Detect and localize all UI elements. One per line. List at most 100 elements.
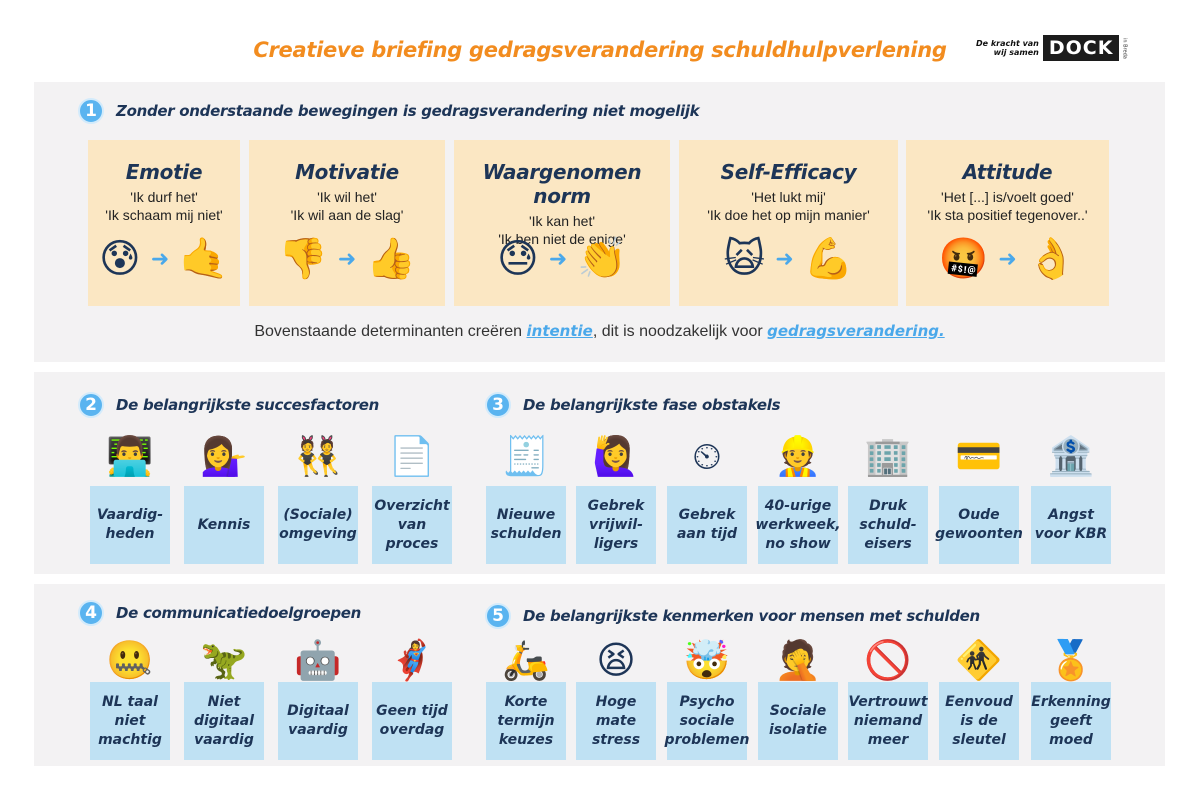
raising-hand-woman-icon: 🙋‍♀️ — [592, 434, 640, 478]
thumbs-down-icon: 👎 — [277, 236, 328, 282]
superhero-woman-icon: 🦸‍♀️ — [388, 638, 436, 682]
obstakel-card: 💳 Oude gewoonten — [935, 434, 1023, 564]
zipper-mouth-face-icon: 🤐 — [106, 638, 154, 682]
arrow-right-icon: ➜ — [337, 246, 357, 272]
section-3-number: 3 — [485, 392, 511, 418]
determinant-quote-1: 'Ik durf het' — [130, 189, 198, 205]
dock-logo: De kracht van wij samen DOCK in Breda — [976, 35, 1127, 61]
intention-text-start: Bovenstaande determinanten creëren — [254, 323, 527, 340]
section-4-number: 4 — [78, 600, 104, 626]
kenmerk-card: 🚫 Vertrouwt niemand meer — [848, 638, 928, 760]
tired-face-icon: 😫 — [596, 638, 636, 682]
document-icon: 📄 — [388, 434, 436, 478]
card-label: Kennis — [184, 486, 264, 564]
arrow-right-icon: ➜ — [775, 246, 794, 272]
factory-worker-icon: 👷 — [774, 434, 822, 478]
determinant-name: Self-Efficacy — [720, 160, 857, 184]
determinant-attitude: Attitude 'Het [...] is/voelt goed' 'Ik s… — [906, 140, 1109, 306]
kenmerk-card: 😫 Hoge mate stress — [576, 638, 656, 760]
determinant-waargenomen-norm: Waargenomen norm 'Ik kan het' 'Ik ben ni… — [454, 140, 670, 306]
card-label: Vaardig-heden — [90, 486, 170, 564]
prohibited-icon: 🚫 — [864, 638, 912, 682]
kenmerk-card: 🤯 Psycho sociale problemen — [665, 638, 749, 760]
obstakel-card: 🏦 Angst voor KBR — [1031, 434, 1111, 564]
succesfactor-card: 👯 (Sociale) omgeving — [278, 434, 358, 564]
section-5-number: 5 — [485, 603, 511, 629]
determinant-quote-2: 'Ik wil aan de slag' — [290, 207, 404, 223]
determinant-name: Attitude — [962, 160, 1053, 184]
section-2-header: 2 De belangrijkste succesfactoren — [78, 392, 379, 418]
arrow-right-icon: ➜ — [150, 246, 170, 272]
card-label: Psycho sociale problemen — [665, 682, 749, 760]
section-3-header: 3 De belangrijkste fase obstakels — [485, 392, 781, 418]
determinant-name: Motivatie — [295, 160, 399, 184]
section-1-number: 1 — [78, 98, 104, 124]
kenmerk-card: 🛵 Korte termijn keuzes — [486, 638, 566, 760]
determinant-quote-1: 'Het lukt mij' — [751, 189, 826, 205]
card-label: (Sociale) omgeving — [278, 486, 358, 564]
cursing-face-icon: 🤬 — [938, 236, 989, 282]
card-label: Overzicht van proces — [372, 486, 452, 564]
card-label: 40-urige werkweek, no show — [755, 486, 841, 564]
weary-cat-icon: 🙀 — [723, 236, 766, 282]
doelgroep-card: 🦸‍♀️ Geen tijd overdag — [372, 638, 452, 760]
section-5-header: 5 De belangrijkste kenmerken voor mensen… — [485, 603, 980, 629]
obstakel-card: 🙋‍♀️ Gebrek vrijwil-ligers — [576, 434, 656, 564]
determinant-name: Emotie — [125, 160, 203, 184]
obstakel-card: 🏢 Druk schuld-eisers — [848, 434, 928, 564]
doelgroep-card: 🤖 Digitaal vaardig — [278, 638, 358, 760]
obstakel-card: 👷 40-urige werkweek, no show — [755, 434, 841, 564]
arrow-right-icon: ➜ — [548, 246, 568, 272]
logo-brand: DOCK — [1042, 35, 1120, 61]
card-label: Erkenning geeft moed — [1031, 682, 1111, 760]
card-label: Eenvoud is de sleutel — [939, 682, 1019, 760]
kenmerk-card: 🚸 Eenvoud is de sleutel — [939, 638, 1019, 760]
logo-tagline-line-1: De kracht van — [976, 39, 1039, 48]
intentie-highlight: intentie — [526, 322, 593, 340]
card-label: NL taal niet machtig — [90, 682, 170, 760]
medal-icon: 🏅 — [1047, 638, 1095, 682]
credit-card-icon: 💳 — [955, 434, 1003, 478]
card-label: Oude gewoonten — [935, 486, 1023, 564]
clapping-hands-icon: 👏 — [577, 236, 627, 282]
arrow-right-icon: ➜ — [998, 246, 1017, 272]
thumbs-up-icon: 👍 — [366, 236, 417, 282]
technologist-icon: 👨‍💻 — [106, 434, 154, 478]
card-label: Niet digitaal vaardig — [184, 682, 264, 760]
card-label: Gebrek aan tijd — [667, 486, 747, 564]
downcast-sweat-face-icon: 😓 — [497, 236, 539, 282]
intention-text-middle: , dit is noodzakelijk voor — [592, 323, 768, 340]
facepalm-icon: 🤦 — [774, 638, 822, 682]
section-1-header: 1 Zonder onderstaande bewegingen is gedr… — [78, 98, 700, 124]
children-crossing-icon: 🚸 — [955, 638, 1003, 682]
kenmerk-card: 🤦 Sociale isolatie — [758, 638, 838, 760]
card-label: Druk schuld-eisers — [848, 486, 928, 564]
scooter-icon: 🛵 — [502, 638, 550, 682]
card-label: Digitaal vaardig — [278, 682, 358, 760]
bank-icon: 🏦 — [1047, 434, 1095, 478]
determinant-quote-2: 'Ik schaam mij niet' — [105, 207, 223, 223]
doelgroep-card: 🦖 Niet digitaal vaardig — [184, 638, 264, 760]
determinant-quote-2: 'Ik sta positief tegenover..' — [927, 207, 1088, 223]
determinant-quote-2: 'Ik doe het op mijn manier' — [707, 207, 870, 223]
succesfactor-card: 📄 Overzicht van proces — [372, 434, 452, 564]
card-label: Hoge mate stress — [576, 682, 656, 760]
robot-icon: 🤖 — [294, 638, 342, 682]
card-label: Vertrouwt niemand meer — [848, 682, 928, 760]
section-2-number: 2 — [78, 392, 104, 418]
section-5-title: De belangrijkste kenmerken voor mensen m… — [523, 607, 980, 625]
call-me-hand-icon: 🤙 — [179, 236, 229, 282]
doelgroep-card: 🤐 NL taal niet machtig — [90, 638, 170, 760]
logo-tagline: De kracht van wij samen — [976, 39, 1039, 57]
tipping-hand-woman-icon: 💁‍♀️ — [200, 434, 248, 478]
determinant-quote-1: 'Ik wil het' — [317, 189, 377, 205]
anxious-face-icon: 😰 — [99, 236, 141, 282]
succesfactor-card: 💁‍♀️ Kennis — [184, 434, 264, 564]
obstakel-card: 🧾 Nieuwe schulden — [486, 434, 566, 564]
section-4-title: De communicatiedoelgroepen — [116, 604, 362, 622]
section-3-title: De belangrijkste fase obstakels — [523, 396, 781, 414]
determinant-motivatie: Motivatie 'Ik wil het' 'Ik wil aan de sl… — [249, 140, 445, 306]
office-building-icon: 🏢 — [864, 434, 912, 478]
receipt-icon: 🧾 — [502, 434, 550, 478]
ok-hand-icon: 👌 — [1026, 236, 1077, 282]
